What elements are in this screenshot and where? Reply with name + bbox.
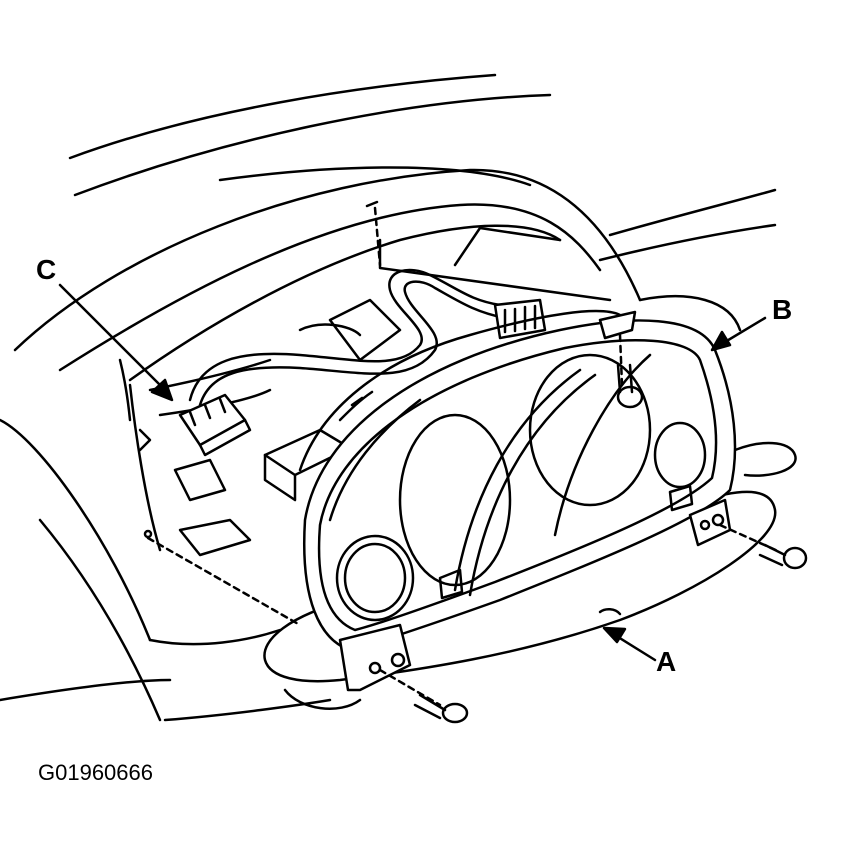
arrow-b-head bbox=[710, 330, 732, 352]
arrow-c-head bbox=[150, 378, 174, 402]
figure-id: G01960666 bbox=[38, 760, 153, 785]
screws bbox=[143, 200, 808, 724]
arrow-c-leader bbox=[58, 283, 172, 397]
gauges bbox=[335, 353, 707, 622]
leader-arrows bbox=[58, 283, 767, 662]
callout-a: A bbox=[656, 646, 677, 677]
callout-b: B bbox=[772, 294, 793, 325]
arrow-a-head bbox=[602, 626, 627, 644]
mounting-tabs bbox=[338, 310, 732, 692]
dashboard-shroud bbox=[0, 168, 777, 722]
callout-c: C bbox=[36, 254, 57, 285]
connector-c bbox=[178, 393, 252, 457]
windshield-lines bbox=[68, 73, 552, 197]
